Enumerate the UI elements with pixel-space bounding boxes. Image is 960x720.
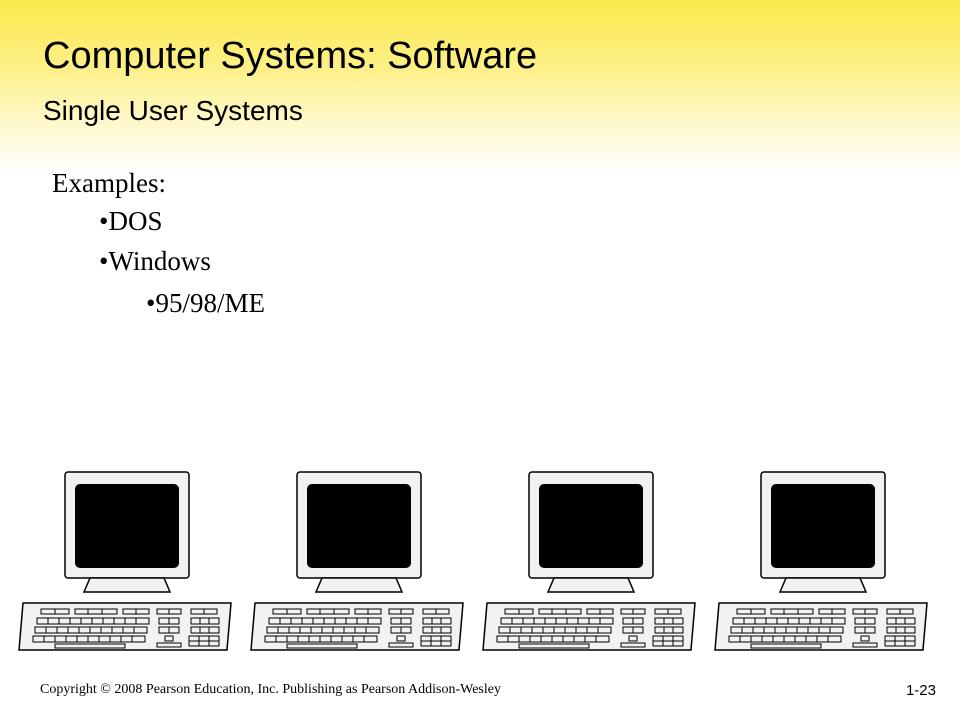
slide-number: 1-23 <box>905 682 936 699</box>
desktop-computer-icon <box>18 471 232 651</box>
examples-label: Examples: <box>52 168 166 198</box>
copyright-footer: Copyright © 2008 Pearson Education, Inc.… <box>40 682 501 697</box>
slide-title: Computer Systems: Software <box>43 35 538 77</box>
desktop-computer-icon <box>482 471 696 651</box>
bullet-dos: •DOS <box>99 206 163 236</box>
desktop-computer-icon <box>250 471 464 651</box>
slide-subtitle: Single User Systems <box>43 95 303 126</box>
computers-illustration <box>18 471 928 651</box>
bullet-windows: •Windows <box>99 246 211 276</box>
bullet-95-98-me: •95/98/ME <box>146 288 265 318</box>
desktop-computer-icon <box>714 471 928 651</box>
